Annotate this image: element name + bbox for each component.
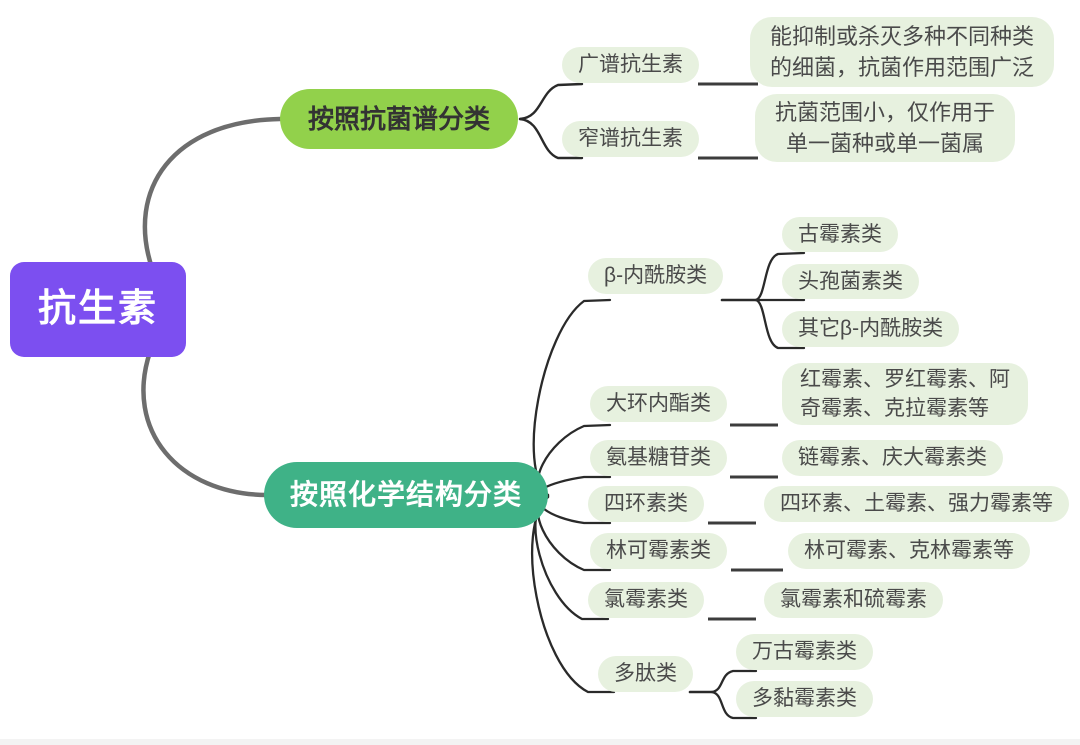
edge-root-branch1 xyxy=(142,116,283,271)
node-tetracycline: 四环素类 xyxy=(588,486,704,522)
node-polypeptide-sub-2: 多黏霉素类 xyxy=(736,681,873,717)
node-beta-lactam-sub-2: 头孢菌素类 xyxy=(782,264,919,299)
node-beta-lactam: β-内酰胺类 xyxy=(588,258,724,294)
edge-polypeptide-sub1 xyxy=(710,669,758,694)
bottom-edge-strip xyxy=(0,739,1080,745)
desc-tetracycline: 四环素、土霉素、强力霉素等 xyxy=(764,486,1069,522)
node-chloramphenicol: 氯霉素类 xyxy=(588,582,704,618)
node-macrolide: 大环内酯类 xyxy=(590,386,727,422)
node-beta-lactam-sub-3: 其它β-内酰胺类 xyxy=(782,311,960,347)
node-broad-spectrum: 广谱抗生素 xyxy=(562,47,699,83)
root-node-antibiotics: 抗生素 xyxy=(10,262,187,357)
desc-chloramphenicol: 氯霉素和硫霉素 xyxy=(764,582,943,618)
node-beta-lactam-sub-1: 古霉素类 xyxy=(782,217,898,252)
desc-aminoglycoside: 链霉素、庆大霉素类 xyxy=(782,440,1003,476)
edge-branch1-child2 xyxy=(518,117,584,160)
desc-macrolide: 红霉素、罗红霉素、阿 奇霉素、克拉霉素等 xyxy=(782,363,1028,425)
desc-lincomycin: 林可霉素、克林霉素等 xyxy=(788,533,1030,569)
branch-antibacterial-spectrum: 按照抗菌谱分类 xyxy=(280,89,519,149)
node-aminoglycoside: 氨基糖苷类 xyxy=(590,440,727,476)
edge-beta-sub1 xyxy=(754,251,806,302)
node-polypeptide: 多肽类 xyxy=(598,656,693,692)
branch-chemical-structure: 按照化学结构分类 xyxy=(264,462,549,528)
desc-narrow-spectrum: 抗菌范围小，仅作用于 单一菌种或单一菌属 xyxy=(755,94,1016,162)
desc-broad-spectrum: 能抑制或杀灭多种不同种类 的细菌，抗菌作用范围广泛 xyxy=(750,17,1055,87)
edge-polypeptide-sub2 xyxy=(710,690,758,720)
edge-beta-sub3 xyxy=(754,298,806,350)
node-lincomycin: 林可霉素类 xyxy=(590,533,727,569)
node-polypeptide-sub-1: 万古霉素类 xyxy=(736,634,873,670)
edge-root-branch2 xyxy=(141,349,269,498)
edge-branch1-child1 xyxy=(518,82,584,121)
node-narrow-spectrum: 窄谱抗生素 xyxy=(562,121,699,157)
